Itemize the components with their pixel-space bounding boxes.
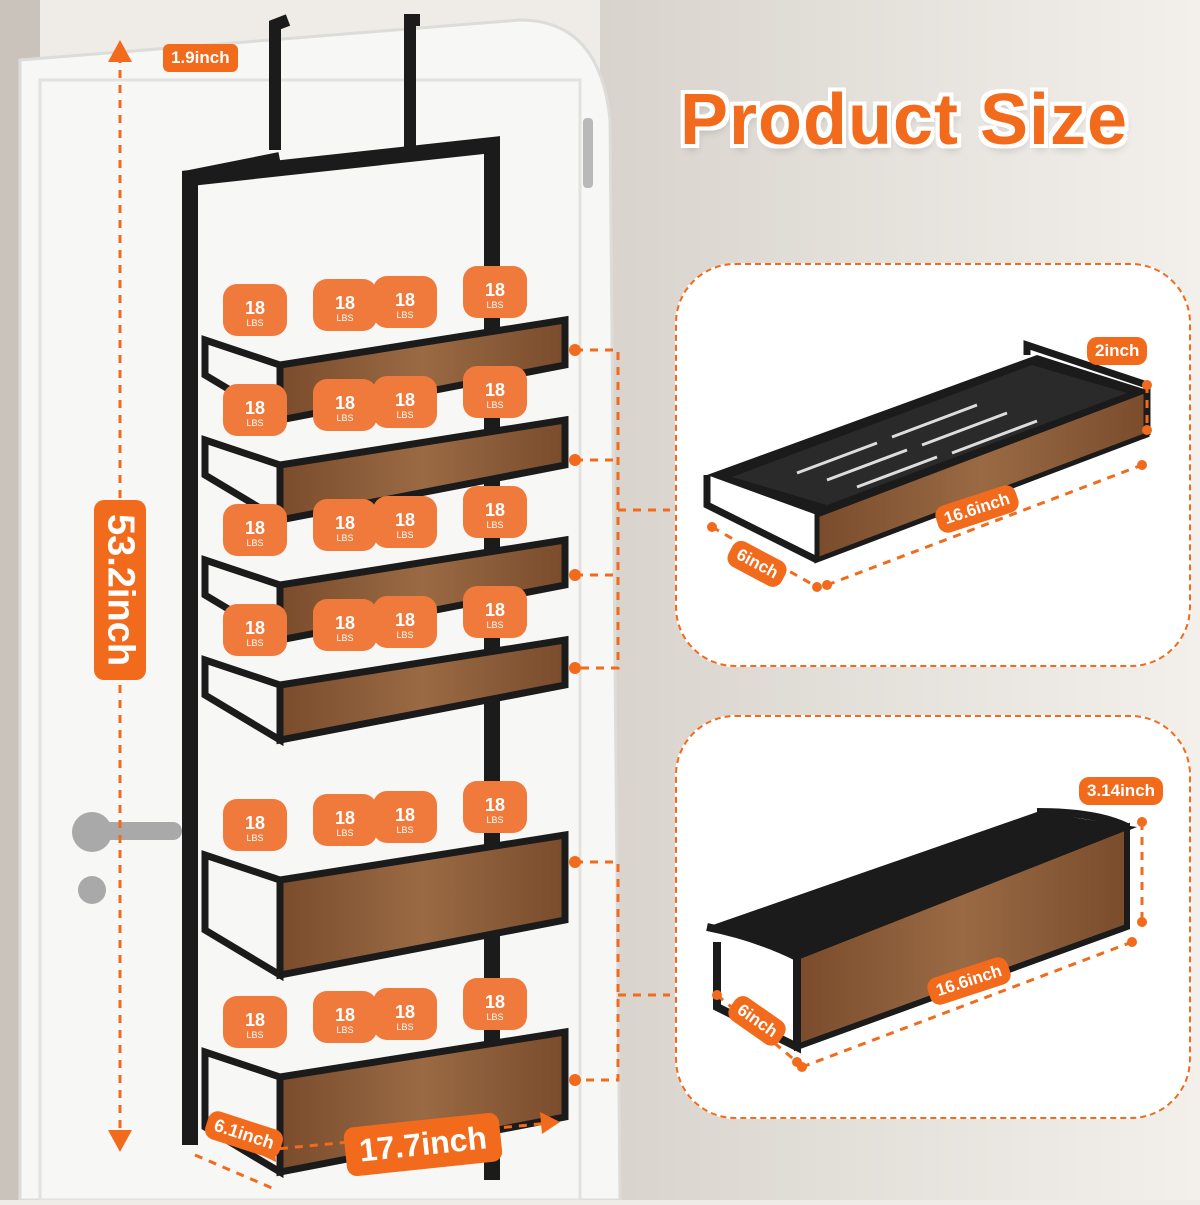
dumbbell-weight: 18 (335, 513, 355, 533)
dumbbell-unit: LBS (246, 418, 263, 428)
dumbbell-unit: LBS (246, 538, 263, 548)
large-basket-height-label: 3.14inch (1079, 777, 1164, 805)
dumbbell-unit: LBS (246, 833, 263, 843)
dumbbell-unit: LBS (336, 633, 353, 643)
dumbbell-weight: 18 (335, 808, 355, 828)
dumbbell-weight: 18 (485, 600, 505, 620)
dumbbell-weight: 18 (485, 500, 505, 520)
dumbbell-unit: LBS (396, 410, 413, 420)
dumbbell-weight: 18 (245, 618, 265, 638)
dumbbell-unit: LBS (396, 530, 413, 540)
hook-width-label: 1.9inch (163, 44, 238, 72)
small-basket-height-label: 2inch (1087, 337, 1148, 365)
total-height-label: 53.2inch (94, 500, 146, 680)
dumbbell-weight: 18 (395, 290, 415, 310)
dumbbell-unit: LBS (486, 815, 503, 825)
page-title: Product Size (680, 80, 1129, 160)
dumbbell-unit: LBS (486, 520, 503, 530)
total-height-text: 53.2inch (99, 513, 142, 667)
door-handle (72, 812, 182, 904)
dumbbell-weight: 18 (245, 398, 265, 418)
dumbbell-unit: LBS (396, 1022, 413, 1032)
dumbbell-weight: 18 (395, 390, 415, 410)
dumbbell-unit: LBS (396, 825, 413, 835)
dumbbell-unit: LBS (486, 300, 503, 310)
dumbbell-weight: 18 (245, 1010, 265, 1030)
dumbbell-weight: 18 (335, 393, 355, 413)
dumbbell-weight: 18 (335, 293, 355, 313)
dumbbell-weight: 18 (395, 805, 415, 825)
dumbbell-unit: LBS (246, 318, 263, 328)
dumbbell-unit: LBS (336, 1025, 353, 1035)
dumbbell-unit: LBS (486, 400, 503, 410)
dumbbell-weight: 18 (485, 992, 505, 1012)
small-basket-image (703, 340, 1152, 592)
dumbbell-unit: LBS (396, 310, 413, 320)
dumbbell-unit: LBS (396, 630, 413, 640)
dumbbell-unit: LBS (246, 638, 263, 648)
dumbbell-weight: 18 (335, 1005, 355, 1025)
dumbbell-weight: 18 (395, 510, 415, 530)
dumbbell-weight: 18 (245, 518, 265, 538)
dumbbell-unit: LBS (336, 313, 353, 323)
small-basket-panel: 2inch 16.6inch 6inch (675, 263, 1191, 667)
dumbbell-weight: 18 (245, 813, 265, 833)
dumbbell-unit: LBS (336, 413, 353, 423)
dumbbell-unit: LBS (246, 1030, 263, 1040)
dumbbell-unit: LBS (486, 620, 503, 630)
dumbbell-weight: 18 (395, 610, 415, 630)
large-basket-image (706, 808, 1147, 1072)
dumbbell-unit: LBS (486, 1012, 503, 1022)
dumbbell-unit: LBS (336, 533, 353, 543)
dumbbell-weight: 18 (335, 613, 355, 633)
dumbbell-weight: 18 (485, 380, 505, 400)
dumbbell-weight: 18 (485, 795, 505, 815)
dumbbell-weight: 18 (485, 280, 505, 300)
dumbbell-weight: 18 (395, 1002, 415, 1022)
dumbbell-weight: 18 (245, 298, 265, 318)
dumbbell-unit: LBS (336, 828, 353, 838)
large-basket-panel: 3.14inch 16.6inch 6inch (675, 715, 1191, 1119)
